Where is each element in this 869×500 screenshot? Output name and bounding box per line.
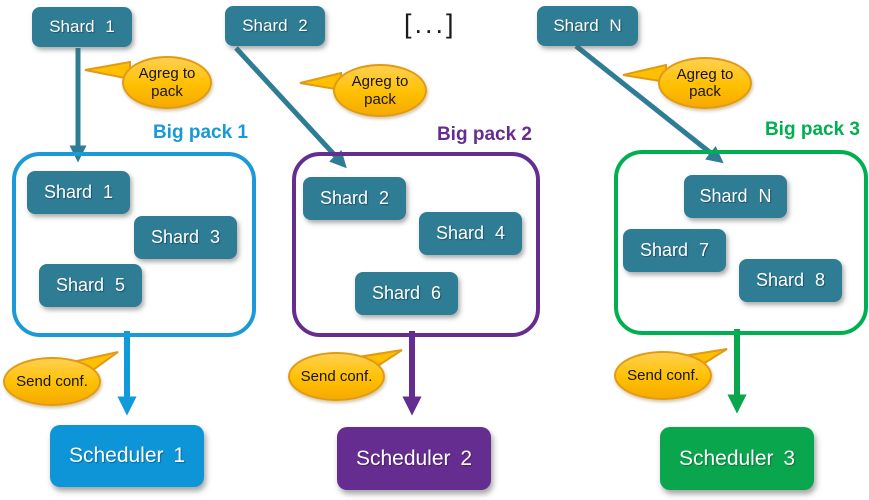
agreg-callout-3: Agreg to pack [658, 57, 752, 109]
big-pack-3-label: Big pack 3 [764, 119, 860, 140]
arrow-shardN-to-pack3 [574, 44, 724, 164]
scheduler-1-box: Scheduler 1 [50, 425, 204, 487]
agreg-callout-1: Agreg to pack [122, 56, 212, 109]
top-shard-n: Shard N [537, 6, 638, 46]
top-shard-1: Shard 1 [32, 7, 132, 47]
agreg-callout-2: Agreg to pack [333, 64, 427, 117]
ellipsis-more-shards: [...] [404, 9, 457, 39]
top-shard-2: Shard 2 [225, 6, 325, 46]
send-callout-2: Send conf. [288, 352, 385, 401]
pack2-shard-4: Shard 4 [419, 212, 522, 255]
pack3-shard-7: Shard 7 [623, 229, 726, 272]
pack3-shard-n: Shard N [684, 175, 787, 218]
pack2-shard-2: Shard 2 [303, 177, 406, 220]
send-callout-3: Send conf. [614, 351, 712, 400]
big-pack-3-container: Shard N Shard 7 Shard 8 [614, 150, 868, 335]
big-pack-2-label: Big pack 2 [436, 124, 532, 145]
scheduler-3-box: Scheduler 3 [660, 427, 814, 490]
big-pack-2-container: Shard 2 Shard 4 Shard 6 [292, 152, 540, 337]
big-pack-1-label: Big pack 1 [152, 122, 248, 143]
pack1-shard-1: Shard 1 [27, 171, 130, 214]
pack2-shard-6: Shard 6 [355, 272, 458, 315]
scheduler-2-box: Scheduler 2 [337, 427, 491, 490]
arrow-shard2-to-pack2 [234, 46, 347, 169]
pack1-shard-5: Shard 5 [39, 264, 142, 307]
pack3-shard-8: Shard 8 [739, 259, 842, 302]
big-pack-1-container: Shard 1 Shard 3 Shard 5 [12, 152, 256, 337]
send-callout-1: Send conf. [3, 357, 101, 406]
pack1-shard-3: Shard 3 [134, 216, 237, 259]
